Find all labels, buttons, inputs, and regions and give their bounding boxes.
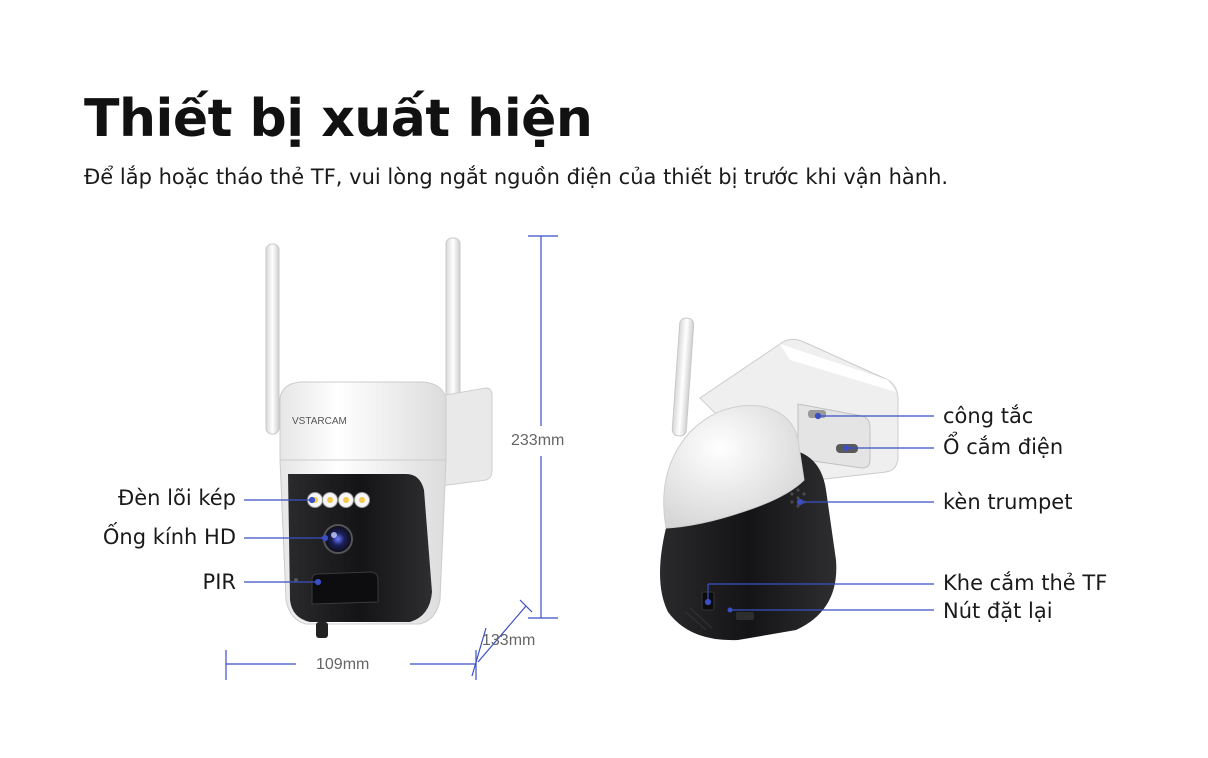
side-white-dome (663, 405, 805, 529)
pir-sensor (311, 571, 379, 605)
page-subtitle: Để lắp hoặc tháo thẻ TF, vui lòng ngắt n… (84, 165, 949, 189)
label-reset-button: Nút đặt lại (943, 599, 1053, 623)
dimension-lines (225, 235, 558, 680)
left-antenna (265, 243, 280, 435)
label-tf-slot: Khe cắm thẻ TF (943, 571, 1108, 595)
speaker-grille (790, 488, 806, 508)
side-antenna (671, 317, 695, 437)
dimension-width: 109mm (316, 656, 370, 673)
label-dual-core-light: Đèn lõi kép (117, 486, 236, 510)
hd-lens (323, 524, 353, 554)
label-switch: công tắc (943, 404, 1034, 428)
side-camera (660, 317, 899, 641)
label-hd-lens: Ống kính HD (102, 525, 236, 549)
dimension-depth: 133mm (482, 632, 536, 649)
page-title: Thiết bị xuất hiện (84, 89, 593, 149)
front-camera: VSTARCAM (265, 237, 493, 638)
front-leader-lines (244, 496, 329, 586)
label-speaker: kèn trumpet (943, 490, 1073, 514)
side-leader-lines (704, 412, 934, 611)
label-pir: PIR (202, 570, 236, 594)
label-power-port: Ổ cắm điện (943, 435, 1064, 459)
brand-logo: VSTARCAM (292, 416, 347, 427)
dimension-height: 233mm (511, 432, 565, 449)
